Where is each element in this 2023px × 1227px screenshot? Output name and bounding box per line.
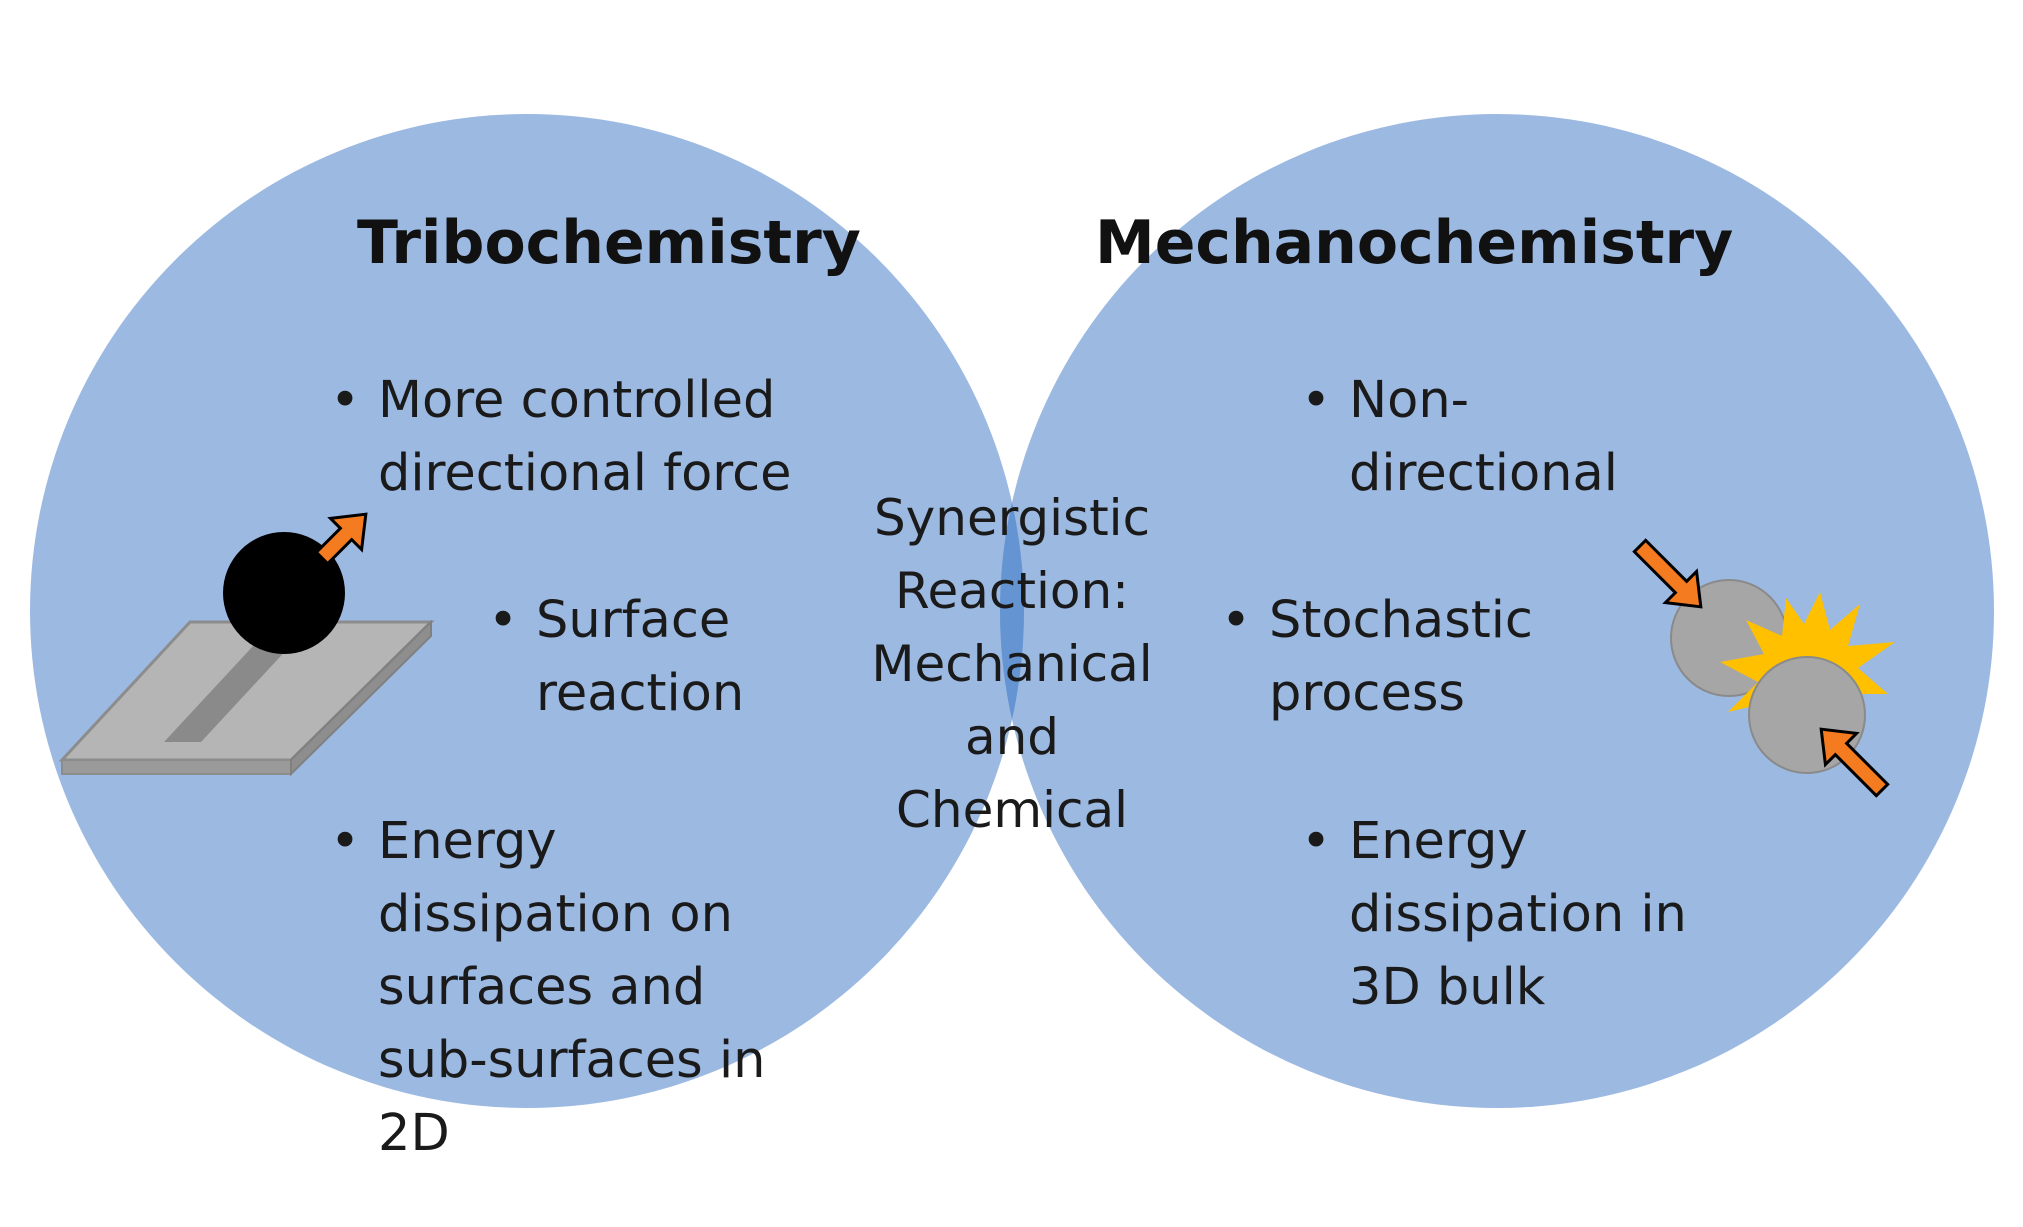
right-bullet-1: • Non- directional bbox=[1301, 364, 1618, 510]
plate-side bbox=[290, 619, 432, 777]
left-bullet-1: • More controlled directional force bbox=[330, 364, 792, 510]
ball-sliding-on-plate-icon bbox=[58, 512, 435, 777]
arrow-up-right-icon bbox=[314, 512, 368, 566]
left-bullet-1-text: More controlled directional force bbox=[378, 371, 792, 503]
left-bullet-2: • Surface reaction bbox=[488, 584, 745, 730]
bullet-icon: • bbox=[1221, 591, 1252, 650]
plate-front bbox=[61, 759, 292, 775]
bullet-icon: • bbox=[1301, 371, 1332, 430]
colliding-particles-icon bbox=[1632, 538, 1895, 798]
ball bbox=[223, 532, 345, 654]
right-bullet-3: • Energy dissipation in 3D bulk bbox=[1301, 805, 1687, 1024]
overlap-label: Synergistic Reaction: Mechanical and Che… bbox=[871, 489, 1153, 839]
arrow-up-left-icon bbox=[1819, 727, 1890, 798]
tribochemistry-title: Tribochemistry bbox=[357, 208, 861, 278]
left-bullet-2-text: Surface reaction bbox=[536, 591, 745, 723]
right-bullet-1-text: Non- directional bbox=[1349, 371, 1618, 503]
mechanochemistry-title: Mechanochemistry bbox=[1095, 208, 1734, 278]
groove-track bbox=[164, 645, 291, 742]
left-bullet-3-text: Energy dissipation on surfaces and sub-s… bbox=[378, 812, 766, 1163]
bullet-icon: • bbox=[1301, 812, 1332, 871]
left-bullet-3: • Energy dissipation on surfaces and sub… bbox=[330, 805, 766, 1170]
bullet-icon: • bbox=[330, 812, 361, 871]
right-bullet-2: • Stochastic process bbox=[1221, 584, 1533, 730]
right-bullet-2-text: Stochastic process bbox=[1269, 591, 1533, 723]
mechanochemistry-circle bbox=[1000, 114, 1994, 1108]
arrow-down-right-icon bbox=[1632, 538, 1703, 609]
bullet-icon: • bbox=[488, 591, 519, 650]
tribochemistry-circle bbox=[30, 114, 1024, 1108]
right-bullet-3-text: Energy dissipation in 3D bulk bbox=[1349, 812, 1687, 1017]
bullet-icon: • bbox=[330, 371, 361, 430]
